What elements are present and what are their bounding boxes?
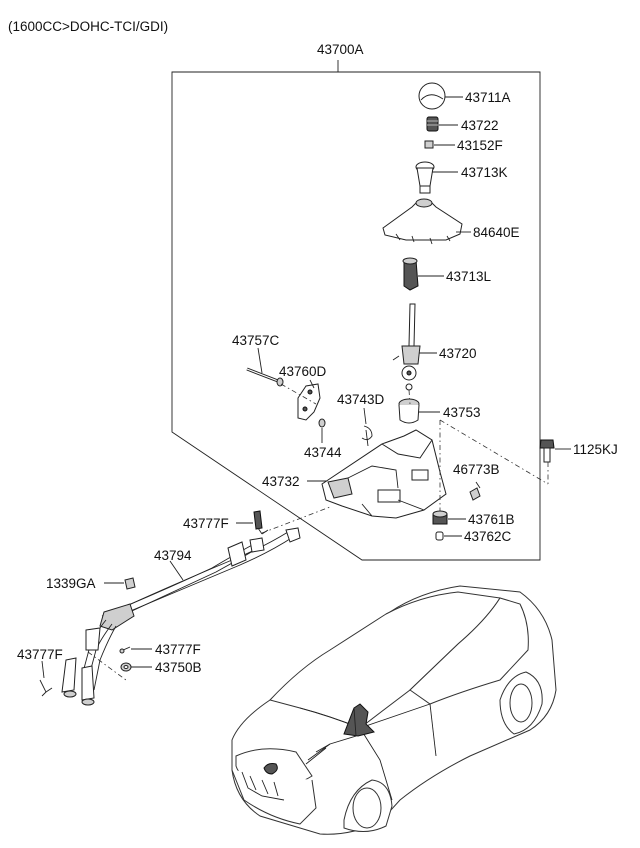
part-label-43794[interactable]: 43794 (154, 548, 192, 563)
part-label-46773B[interactable]: 46773B (453, 462, 500, 477)
part-label-43777F-top[interactable]: 43777F (183, 516, 229, 531)
vehicle-illustration (231, 585, 557, 835)
bushing-icon (398, 398, 420, 424)
part-label-43744[interactable]: 43744 (304, 445, 342, 460)
shift-lever-icon (392, 303, 421, 391)
retainer-clip-icon (469, 487, 481, 501)
boot-top-icon (415, 161, 435, 194)
shift-boot-icon (382, 198, 463, 245)
assembly-boundary (171, 60, 541, 561)
part-label-43753[interactable]: 43753 (443, 405, 481, 420)
shifter-housing-icon (321, 429, 447, 519)
part-label-43743D[interactable]: 43743D (337, 392, 385, 407)
part-label-43760D[interactable]: 43760D (279, 364, 327, 379)
cap-icon (435, 531, 444, 541)
part-label-43722[interactable]: 43722 (461, 118, 499, 133)
clip-pin-mid-icon (119, 646, 131, 654)
bracket-icon (297, 383, 321, 421)
lever-sleeve-icon (402, 257, 419, 291)
part-label-43777F-mid[interactable]: 43777F (155, 642, 201, 657)
part-label-43713L[interactable]: 43713L (446, 269, 492, 284)
variant-title: (1600CC>DOHC-TCI/GDI) (8, 19, 168, 34)
part-label-43777F-left[interactable]: 43777F (17, 647, 63, 662)
clip-pin-icon (253, 510, 269, 535)
part-label-43762C[interactable]: 43762C (464, 529, 512, 544)
washer-icon (120, 662, 132, 672)
part-label-1125KJ[interactable]: 1125KJ (573, 442, 618, 457)
part-label-43732[interactable]: 43732 (262, 474, 300, 489)
assembly-guides (87, 383, 549, 681)
part-label-1339GA[interactable]: 1339GA (46, 576, 96, 591)
cable-clip-icon (124, 577, 136, 590)
part-label-43713K[interactable]: 43713K (461, 165, 508, 180)
part-label-43750B[interactable]: 43750B (155, 660, 202, 675)
part-label-43757C[interactable]: 43757C (232, 333, 280, 348)
part-label-84640E[interactable]: 84640E (473, 225, 520, 240)
part-label-43711A[interactable]: 43711A (465, 90, 511, 105)
shift-knob-icon (418, 82, 446, 110)
small-clip-icon (318, 418, 326, 428)
pin-icon (246, 367, 284, 387)
cable-bushing-icon (432, 510, 448, 525)
clip-pin-left-icon (39, 679, 53, 697)
part-label-43720[interactable]: 43720 (439, 346, 477, 361)
part-label-43152F[interactable]: 43152F (457, 138, 503, 153)
shift-cable-icon (61, 527, 301, 706)
nut-icon (424, 140, 434, 149)
part-label-43700A[interactable]: 43700A (317, 42, 364, 57)
part-label-43761B[interactable]: 43761B (468, 512, 515, 527)
spring-icon (426, 116, 439, 132)
bolt-icon (539, 439, 555, 463)
spring-clip-icon (361, 425, 373, 447)
